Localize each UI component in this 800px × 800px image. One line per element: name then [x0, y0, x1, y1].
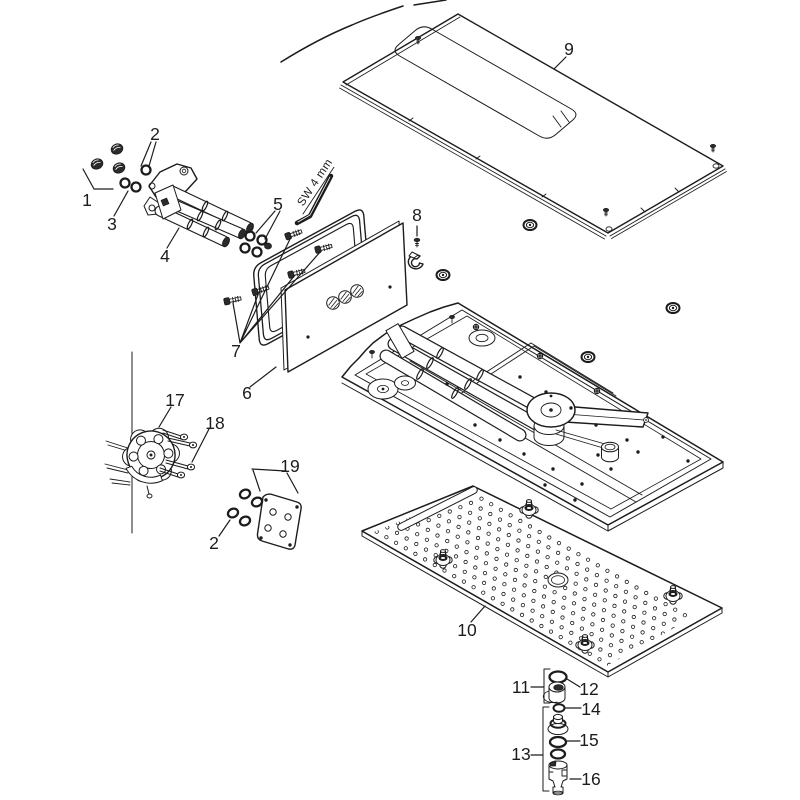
pivot-arm: [526, 392, 649, 451]
part-label-14: 14: [581, 699, 601, 719]
outlet-stack-parts11-16: [542, 668, 569, 796]
spray-plate-part10: [361, 485, 723, 678]
part-label-11: 11: [512, 677, 530, 697]
orings-part2-lower: [226, 488, 264, 527]
mounting-body-part4: [143, 163, 254, 248]
body-boss: [601, 441, 619, 463]
part-label-2: 2: [150, 124, 160, 144]
part-label-13: 13: [511, 744, 530, 764]
body-pipes: [379, 323, 555, 442]
leader-lines: [82, 56, 582, 780]
bracket-13: [542, 706, 550, 792]
part-label-7: 7: [231, 341, 241, 361]
bracket-11: [543, 668, 551, 704]
part-label-19: 19: [280, 456, 299, 476]
part-label-5: 5: [273, 194, 283, 214]
part-label-17: 17: [165, 390, 184, 410]
shower-body: [341, 302, 724, 532]
part-label-16: 16: [581, 769, 600, 789]
part-label-15: 15: [579, 730, 598, 750]
part-label-1: 1: [82, 190, 92, 210]
spray-plate-slot: [397, 486, 478, 531]
screws-part7: [223, 229, 333, 306]
button-plate-part6: [280, 220, 408, 373]
ceiling-outline: [280, 0, 447, 63]
part-label-10: 10: [457, 620, 477, 640]
oring-cluster-part5: [239, 230, 272, 258]
part-label-4: 4: [160, 246, 170, 266]
part-label-12: 12: [579, 679, 598, 699]
seal-pad-part19: [226, 488, 302, 550]
aerator-dome: [547, 713, 569, 735]
plate-buttons: [326, 284, 364, 310]
callout-labels: 1 2 3 4 5 6 7 8 9 10 11 12 13 14 15 16 1…: [82, 39, 601, 789]
part-label-6: 6: [242, 383, 252, 403]
spray-plate-posts: [433, 499, 683, 654]
plugs-orings-parts1-3: [90, 143, 152, 193]
check-valve-part16: [548, 760, 568, 796]
part-label-18: 18: [205, 413, 224, 433]
part-label-9: 9: [564, 39, 574, 59]
clip-part8: [407, 237, 424, 270]
panel-screw-icon: [414, 36, 717, 217]
spray-plate-center-hole: [547, 572, 569, 588]
body-screw-dots: [369, 314, 690, 502]
part-label-8: 8: [412, 205, 422, 225]
panel-cutout: [394, 26, 577, 139]
cover-panel-part9: [339, 13, 727, 240]
wall-flange-part17: [104, 427, 198, 499]
slide-insert: [542, 681, 566, 704]
flange-screws-part18: [146, 429, 198, 499]
part-label-3: 3: [107, 214, 117, 234]
hex-key-icon: SW 4 mm: [294, 157, 335, 226]
grommets: [435, 219, 681, 363]
body-discs: [367, 329, 496, 400]
part-label-2b: 2: [209, 533, 219, 553]
